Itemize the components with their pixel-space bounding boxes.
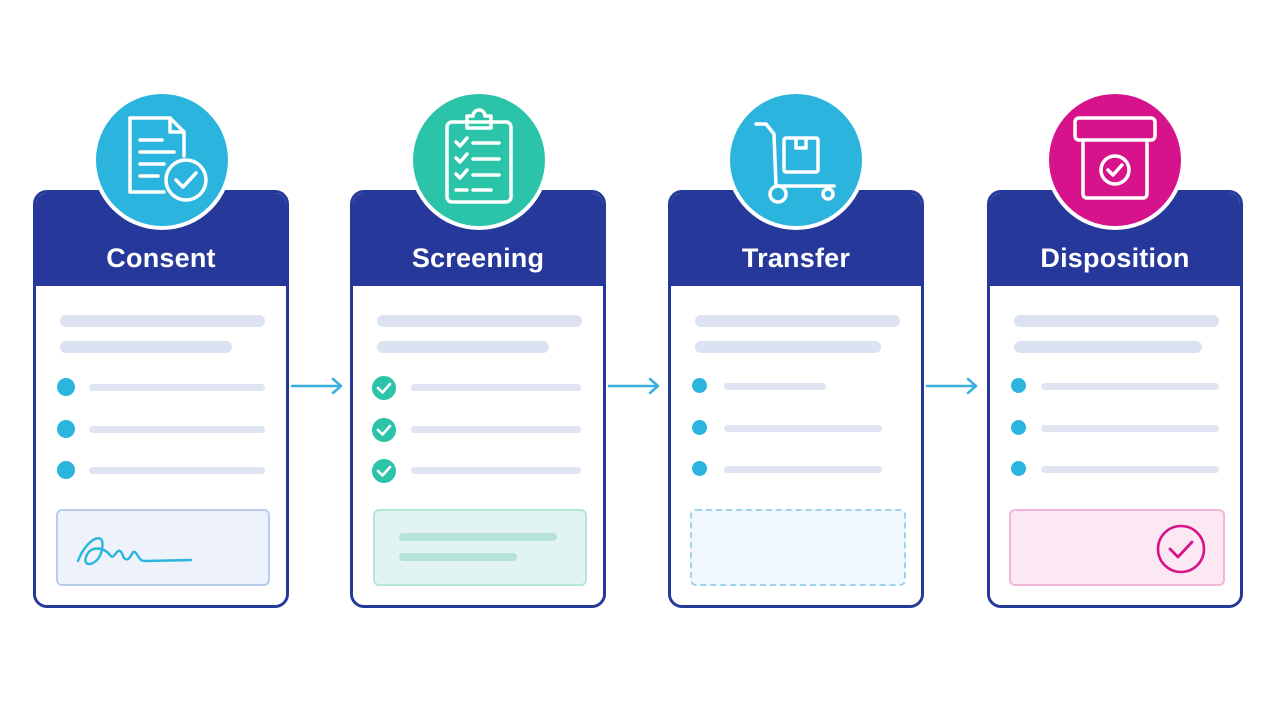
check-circle-outline-icon: [1156, 524, 1206, 574]
list-item-line: [1041, 466, 1219, 473]
bullet-dot: [692, 378, 707, 393]
step-card-transfer: Transfer: [668, 190, 924, 608]
step-title: Disposition: [1040, 243, 1190, 273]
check-circle-icon: [372, 376, 396, 400]
step-title: Screening: [411, 243, 545, 273]
placeholder-text-line: [60, 341, 232, 353]
step-card-consent: Consent: [33, 190, 289, 608]
list-item-line: [1041, 383, 1219, 390]
list-item-line: [411, 467, 581, 474]
list-item-line: [89, 467, 265, 474]
arrow-right-icon: [290, 377, 343, 395]
hand-truck-icon: [754, 122, 836, 204]
bullet-dot: [692, 461, 707, 476]
placeholder-text-line: [377, 315, 582, 327]
list-item-line: [411, 384, 581, 391]
step-card-disposition: Disposition: [987, 190, 1243, 608]
placeholder-text-line: [1014, 341, 1202, 353]
bullet-dot: [57, 378, 75, 396]
card-body: [671, 286, 921, 605]
step-badge: [92, 90, 232, 230]
placeholder-text-line: [60, 315, 265, 327]
bullet-dot: [1011, 420, 1026, 435]
card-body: [990, 286, 1240, 605]
step-badge: [726, 90, 866, 230]
check-circle-icon: [372, 418, 396, 442]
placeholder-text-line: [695, 315, 900, 327]
step-title: Transfer: [741, 243, 851, 273]
step-badge: [409, 90, 549, 230]
arrow-right-icon: [607, 377, 660, 395]
approval-box: [1009, 509, 1225, 586]
step-badge: [1045, 90, 1185, 230]
clipboard-checklist-icon: [445, 108, 513, 204]
step-title: Consent: [106, 243, 216, 273]
list-item-line: [1041, 425, 1219, 432]
placeholder-text-line: [377, 341, 549, 353]
bullet-dot: [692, 420, 707, 435]
bullet-dot: [57, 420, 75, 438]
placeholder-text-line: [1014, 315, 1219, 327]
list-item-line: [724, 425, 882, 432]
list-item-line: [411, 426, 581, 433]
box-check-icon: [1073, 116, 1157, 200]
document-check-icon: [128, 116, 208, 202]
step-card-screening: Screening: [350, 190, 606, 608]
list-item-line: [89, 384, 265, 391]
list-item-line: [724, 466, 882, 473]
result-line: [399, 553, 517, 561]
bullet-dot: [57, 461, 75, 479]
check-circle-icon: [372, 459, 396, 483]
card-body: [36, 286, 286, 605]
bullet-dot: [1011, 378, 1026, 393]
signature-scribble: [76, 537, 193, 566]
bullet-dot: [1011, 461, 1026, 476]
dropzone-box: [690, 509, 906, 586]
placeholder-text-line: [695, 341, 881, 353]
result-line: [399, 533, 557, 541]
arrow-right-icon: [925, 377, 978, 395]
result-box: [373, 509, 587, 586]
card-header: Transfer: [671, 193, 921, 286]
list-item-line: [724, 383, 826, 390]
signature-box: [56, 509, 270, 586]
list-item-line: [89, 426, 265, 433]
card-body: [353, 286, 603, 605]
